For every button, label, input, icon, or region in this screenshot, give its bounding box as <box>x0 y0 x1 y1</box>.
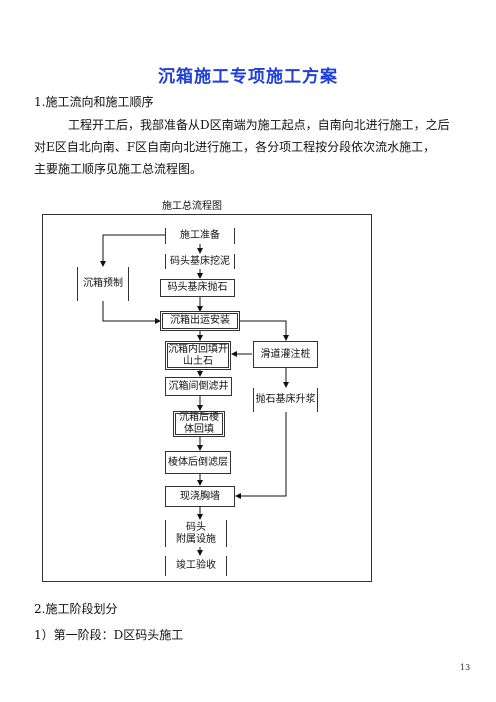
section-heading-1: 1.施工流向和施工顺序 <box>34 95 154 109</box>
flow-step-fill-line1: 沉箱内回填开 <box>168 343 228 355</box>
page-title: 沉箱施工专项施工方案 <box>158 67 338 87</box>
flow-step-fill: 沉箱内回填开 山土石 <box>165 341 231 370</box>
flow-step-riprap: 码头基床抛石 <box>160 279 235 297</box>
paragraph-line-1: 工程开工后，我部准备从D区南端为施工起点，自南向北进行施工，之后 <box>68 118 450 132</box>
flow-step-prep: 施工准备 <box>165 228 235 244</box>
flow-step-dredge: 码头基床挖泥 <box>165 254 235 269</box>
flow-step-backfill: 沉箱后棱 体回填 <box>173 411 225 437</box>
flow-step-filter-layer: 棱体后倒滤层 <box>165 451 231 474</box>
flow-step-filter: 沉箱间倒滤井 <box>165 377 232 396</box>
flow-step-aux: 码头 附属设施 <box>165 520 227 547</box>
flow-step-install: 沉箱出运安装 <box>160 311 240 331</box>
paragraph-line-2: 对E区自北向南、F区自南向北进行施工，各分项工程按分段依次流水施工， <box>34 140 436 154</box>
flow-step-accept: 竣工验收 <box>165 556 227 576</box>
section-heading-2: 2.施工阶段划分 <box>34 602 118 616</box>
flow-step-backfill-line1: 沉箱后棱 <box>179 412 219 423</box>
flowchart-frame <box>42 214 372 582</box>
flow-step-grout: 抛石基床升浆 <box>253 388 318 412</box>
flowchart-caption: 施工总流程图 <box>162 201 222 212</box>
flow-step-aux-line2: 附属设施 <box>176 533 216 545</box>
flow-step-prefab: 沉箱预制 <box>77 267 129 301</box>
flow-step-wall: 现浇胸墙 <box>165 486 235 507</box>
flow-step-piles: 滑道灌注桩 <box>253 341 318 368</box>
page-number: 13 <box>460 663 471 672</box>
flow-step-aux-line1: 码头 <box>186 521 206 533</box>
flow-step-fill-line2: 山土石 <box>183 355 213 367</box>
paragraph-line-3: 主要施工顺序见施工总流程图。 <box>34 162 203 176</box>
subsection-heading: 1）第一阶段：D区码头施工 <box>34 628 184 642</box>
flow-step-backfill-line2: 体回填 <box>184 424 214 435</box>
